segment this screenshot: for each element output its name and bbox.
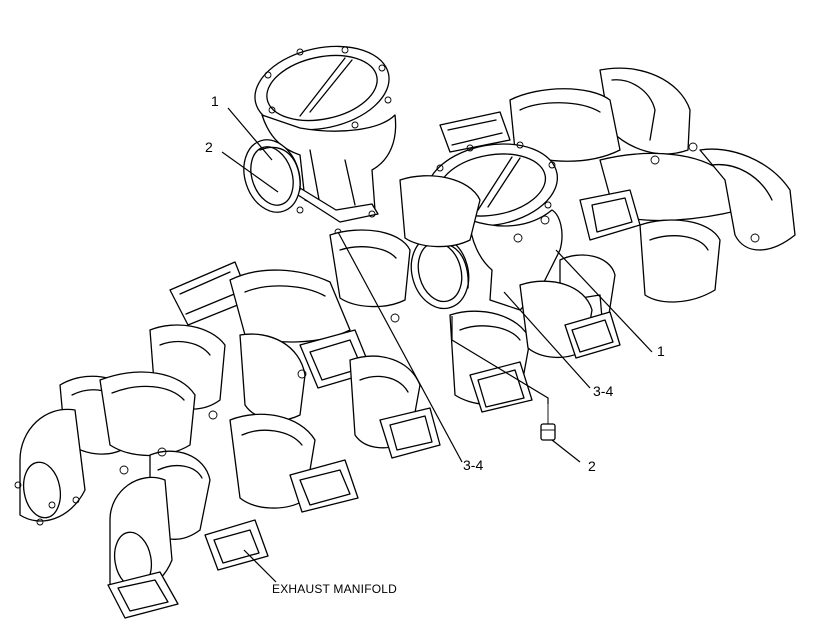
upper-turbo-elbow bbox=[254, 45, 397, 236]
leader-3-4-right bbox=[503, 291, 591, 389]
callout-3-4-right: 3-4 bbox=[593, 383, 614, 399]
leader-2-bottom bbox=[551, 439, 581, 463]
right-lower-manifold-row bbox=[449, 280, 621, 413]
lower-left-manifold-row bbox=[14, 371, 359, 619]
fitting-locator-line bbox=[451, 316, 549, 404]
leader-1-right bbox=[555, 249, 653, 353]
middle-manifold-row bbox=[149, 175, 481, 459]
sensor-fitting bbox=[540, 400, 556, 441]
callout-1-upper: 1 bbox=[211, 93, 219, 109]
upper-clamp-and-seal bbox=[243, 139, 301, 213]
rear-manifold-row bbox=[439, 67, 796, 353]
center-clamp bbox=[410, 234, 470, 310]
callout-2-upper: 2 bbox=[205, 139, 213, 155]
exhaust-manifold-label: EXHAUST MANIFOLD bbox=[272, 582, 397, 596]
leader-2-top bbox=[221, 151, 279, 193]
callout-2-lower: 2 bbox=[588, 458, 596, 474]
leader-lines bbox=[221, 107, 653, 583]
leader-1-top bbox=[227, 107, 273, 161]
callout-3-4-lower: 3-4 bbox=[463, 457, 484, 473]
leader-exhaust-manifold bbox=[243, 549, 277, 583]
callout-1-right: 1 bbox=[657, 343, 665, 359]
leader-3-4-bottom bbox=[337, 231, 463, 463]
